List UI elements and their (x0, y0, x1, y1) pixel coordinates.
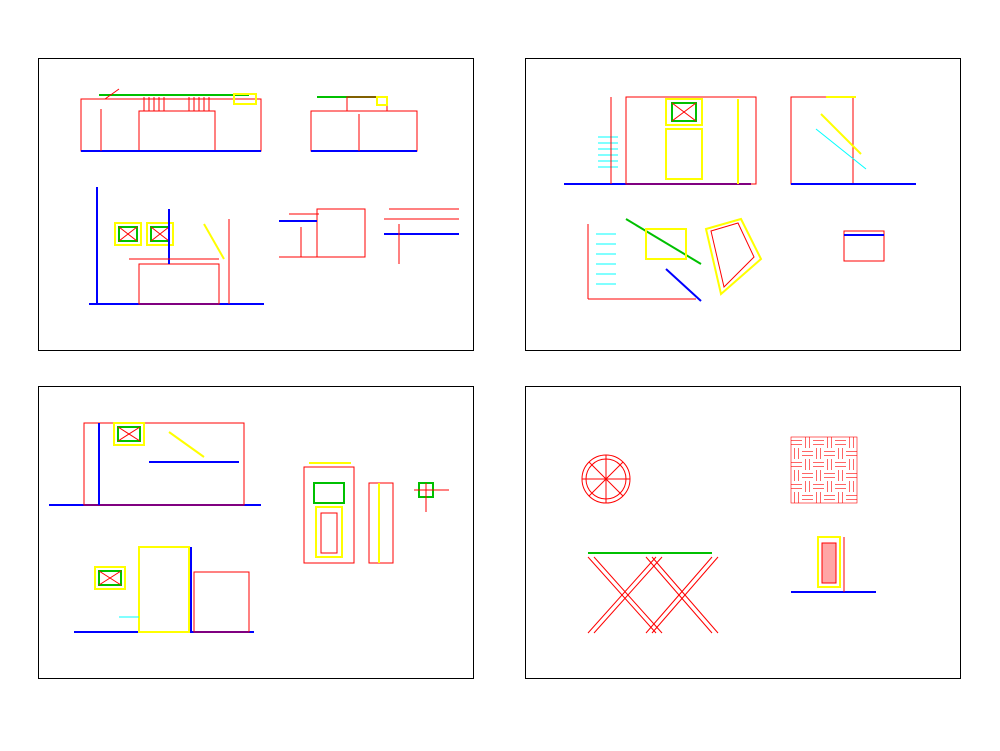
drawing-sheet-1 (38, 58, 474, 351)
detail-small-1 (279, 208, 366, 258)
drawing-sheet-4 (525, 386, 961, 679)
sheet-4-drawings (581, 436, 876, 634)
drawing-sheet-2 (525, 58, 961, 351)
door-frame-detail (303, 462, 394, 564)
circular-grille-detail (581, 454, 631, 504)
section-lower (74, 546, 254, 633)
lattice-detail (587, 552, 719, 634)
section-upper (49, 422, 261, 506)
detail-box-small (843, 230, 885, 262)
elevation-stair-right (790, 96, 916, 185)
section-elevation-b (310, 96, 418, 152)
small-section-detail (414, 482, 449, 512)
detail-small-2 (384, 208, 459, 264)
stair-section-detail (89, 187, 264, 305)
plan-stair-rotated (587, 217, 763, 302)
sheet-3-drawings (49, 422, 449, 633)
drawing-sheet-3 (38, 386, 474, 679)
sheet-2-drawings (564, 96, 916, 302)
elevation-stair-left (564, 96, 757, 185)
sheet-1-drawings (80, 88, 459, 305)
wall-section-detail (791, 536, 876, 593)
section-elevation-a (80, 88, 262, 152)
brick-pattern-detail (790, 436, 858, 504)
